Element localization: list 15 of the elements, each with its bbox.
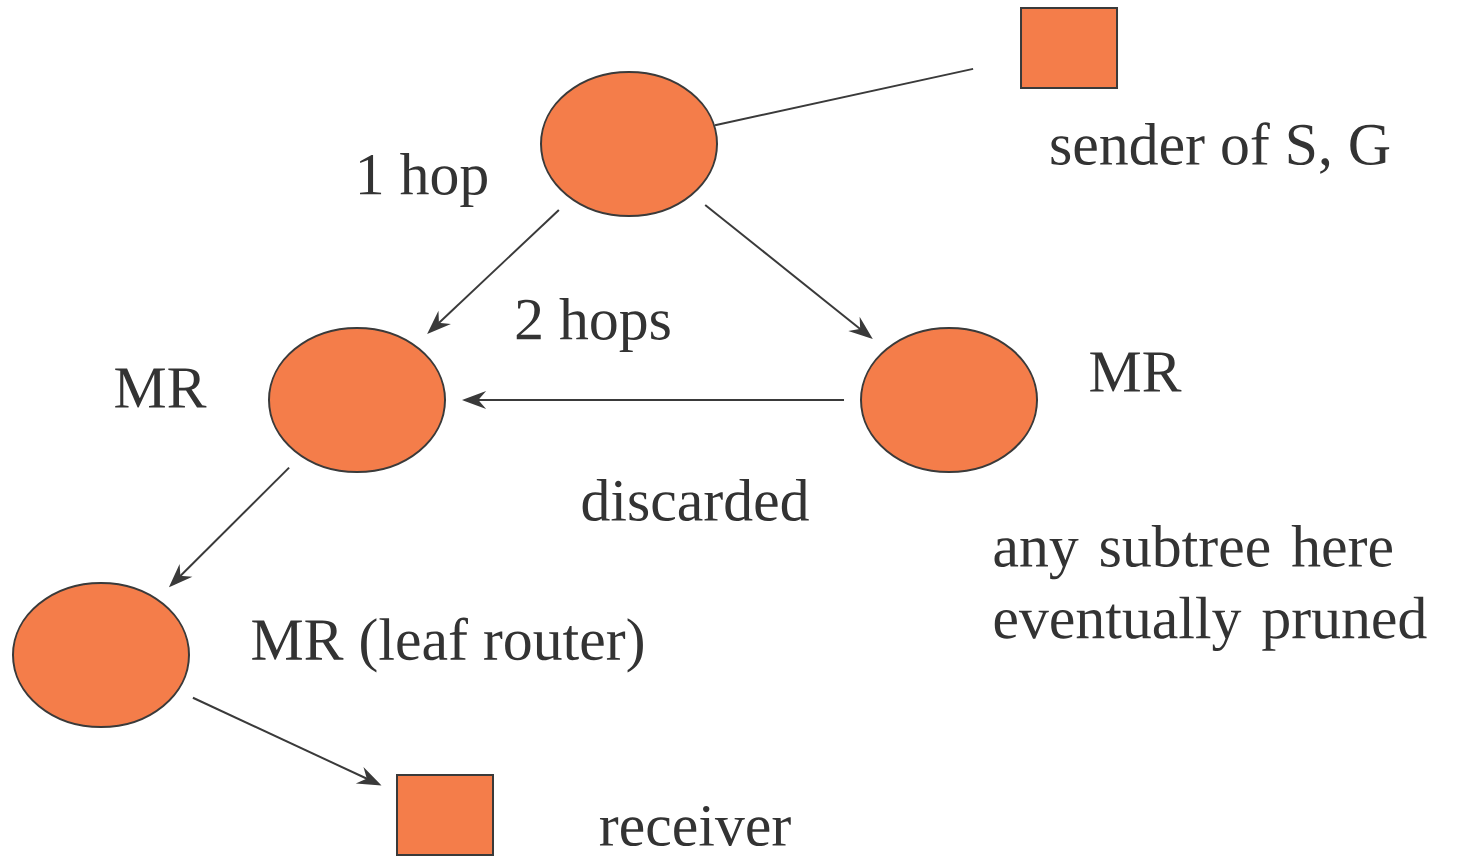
edge-label: discarded — [578, 477, 812, 523]
node-label: sender of S, G — [1051, 122, 1390, 174]
host-square — [396, 774, 494, 856]
router-ellipse — [268, 327, 446, 473]
router-ellipse — [860, 327, 1038, 473]
node-label: MR (leaf router) — [252, 617, 643, 673]
router-ellipse — [540, 71, 718, 217]
node-label: MR — [115, 368, 207, 408]
router-ellipse — [12, 582, 190, 728]
annotation-text: 2 hops — [516, 297, 670, 353]
edge-label: 1 hop — [352, 150, 492, 210]
host-square — [1020, 7, 1118, 89]
node-label: MR — [1090, 352, 1182, 392]
node-label: receiver — [600, 805, 791, 847]
annotation-text: any subtree here eventually pruned — [994, 524, 1427, 652]
